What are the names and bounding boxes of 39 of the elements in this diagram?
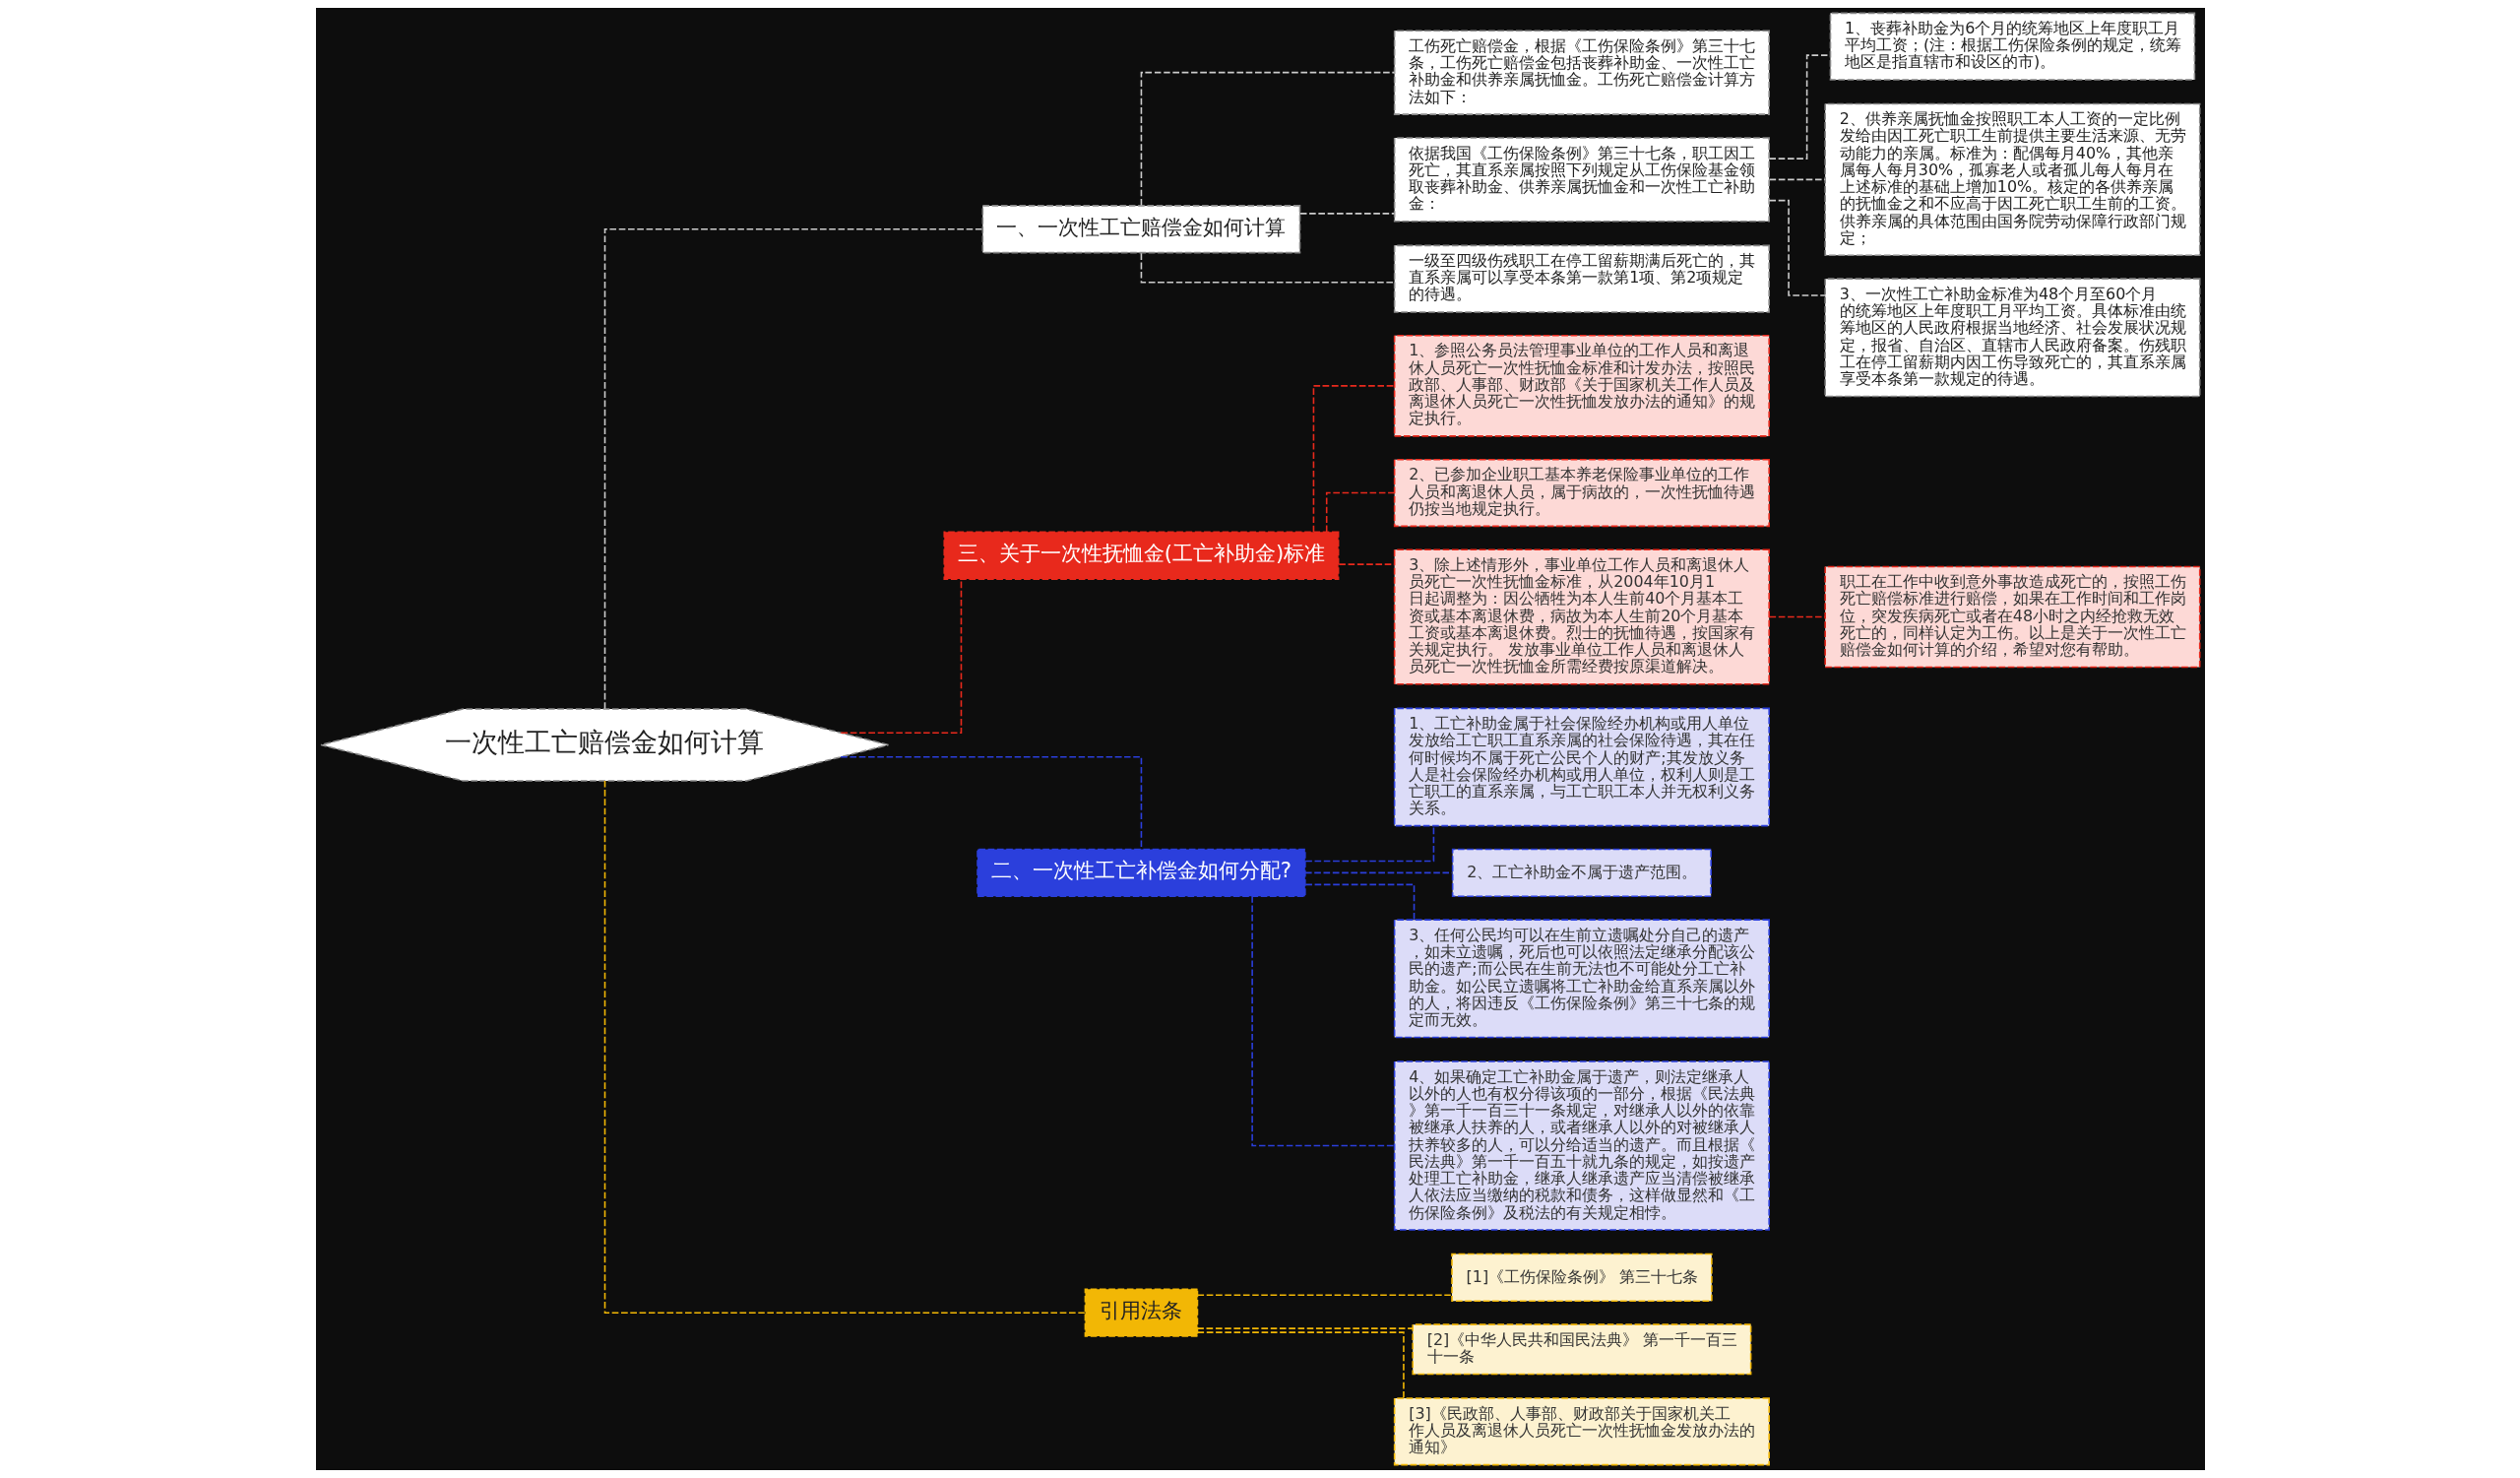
node-box: 2、供养亲属抚恤金按照职工本人工资的一定比例发给由因工死亡职工生前提供主要生活来源、无劳动能力的亲属。标准为：配偶每月40%，其他亲属每人每月30%，孤寡老人或者孤儿每人每月在上述标准的基础上增加10%。核定的各供养亲属的抚恤金之和不应高于因工死亡职工生前的工资。供养亲属的具体范围由国务院劳动保障行政部门规定；: [1823, 102, 2200, 257]
node-box: 4、如果确定工亡补助金属于遗产，则法定继承人以外的人也有权分得该项的一部分，根据《民法典》第一千一百三十一条规定，对继承人以外的依靠被继承人扶养的人，或者继承人以外的对被继承人扶养较多的人，可以分给适当的遗产。而且根据《民法典》第一千一百五十就九条的规定，如按遗产处理工亡补助金，继承人继承遗产应当清偿被继承人依法应当缴纳的税款和债务，这样做显然和《工伤保险条例》及税法的有关规定相悖。: [1393, 1060, 1770, 1231]
node-box: 一级至四级伤残职工在停工留薪期满后死亡的，其直系亲属可以享受本条第一款第1项、第2项规定的待遇。: [1393, 244, 1770, 313]
node-box: [3]《民政部、人事部、财政部关于国家机关工作人员及离退休人员死亡一次性抚恤金发放办法的通知》: [1393, 1397, 1770, 1466]
node-box: 3、任何公民均可以在生前立遗嘱处分自己的遗产，如未立遗嘱，死后也可以依照法定继承分配该公民的遗产;而公民在生前无法也不可能处分工亡补助金。如公民立遗嘱将工亡补助金给直系亲属以外的人，将因违反《工伤保险条例》第三十七条的规定而无效。: [1393, 919, 1770, 1039]
connector: [1298, 213, 1395, 215]
connector: [1196, 1327, 1414, 1329]
connector: [1196, 1294, 1452, 1297]
node-box: 1、丧葬补助金为6个月的统筹地区上年度职工月平均工资；(注：根据工伤保险条例的规定，统筹地区是指直辖市和设区的市)。: [1829, 12, 2195, 81]
node-box: 二、一次性工亡补偿金如何分配?: [976, 848, 1306, 898]
node-box: [2]《中华人民共和国民法典》 第一千一百三十一条: [1411, 1323, 1751, 1376]
connector: [1768, 178, 1826, 181]
connector: [839, 755, 1142, 850]
connector: [603, 227, 983, 710]
node-box: 职工在工作中收到意外事故造成死亡的，按照工伤死亡赔偿标准进行赔偿，如果在工作时间和工作岗位，突发疾病死亡或者在48小时之内经抢救无效死亡的，同样认定为工伤。以上是关于一次性工亡赔偿金如何计算的介绍，希望对您有帮助。: [1823, 565, 2200, 669]
node-box: 引用法条: [1084, 1288, 1198, 1337]
node-box: 1、参照公务员法管理事业单位的工作人员和离退休人员死亡一次性抚恤金标准和计发办法，按照民政部、人事部、财政部《关于国家机关工作人员及离退休人员死亡一次性抚恤发放办法的通知》的规定执行。: [1393, 335, 1770, 437]
connector: [1250, 895, 1395, 1147]
connector: [1140, 252, 1395, 284]
node-box: 1、工亡补助金属于社会保险经办机构或用人单位发放给工亡职工直系亲属的社会保险待遇，其在任何时候均不属于死亡公民个人的财产;其发放义务人是社会保险经办机构或用人单位，权利人则是工亡职工的直系亲属，与工亡职工本人并无权利义务关系。: [1393, 707, 1770, 827]
connector: [1303, 825, 1434, 863]
connector: [1312, 385, 1395, 534]
node-box: 三、关于一次性抚恤金(工亡补助金)标准: [942, 531, 1339, 580]
connector: [1767, 199, 1826, 296]
connector: [1325, 491, 1395, 533]
connector: [840, 578, 962, 734]
node-box: 3、除上述情形外，事业单位工作人员和离退休人员死亡一次性抚恤金标准，从2004年10月1日起调整为：因公牺牲为本人生前40个月基本工资或基本离退休费，病故为本人生前20个月基本工资或基本离退休费。烈士的抚恤待遇，按国家有关规定执行。 发放事业单位工作人员和离退休人员死亡一次性抚恤金所需经费按原渠道解决。: [1393, 548, 1770, 685]
node-box: 依据我国《工伤保险条例》第三十七条，职工因工死亡，其直系亲属按照下列规定从工伤保险基金领取丧葬补助金、供养亲属抚恤金和一次性工亡补助金：: [1393, 137, 1770, 223]
node-box: 工伤死亡赔偿金，根据《工伤保险条例》第三十七条，工伤死亡赔偿金包括丧葬补助金、一次性工亡补助金和供养亲属抚恤金。工伤死亡赔偿金计算方法如下：: [1393, 30, 1770, 115]
node-box: 2、已参加企业职工基本养老保险事业单位的工作人员和离退休人员，属于病故的，一次性抚恤待遇仍按当地规定执行。: [1393, 458, 1770, 528]
connector: [1303, 883, 1415, 921]
node-box: [1]《工伤保险条例》 第三十七条: [1450, 1253, 1713, 1303]
connector: [603, 780, 1086, 1314]
node-box: 一、一次性工亡赔偿金如何计算: [981, 205, 1300, 254]
connector: [1768, 615, 1826, 618]
connector: [1140, 71, 1395, 207]
node-box: 2、工亡补助金不属于遗产范围。: [1451, 848, 1712, 898]
node-box: 3、一次性工亡补助金标准为48个月至60个月的统筹地区上年度职工月平均工资。具体标准由统筹地区的人民政府根据当地经济、社会发展状况规定，报省、自治区、直辖市人民政府备案。伤残职工在停工留薪期内因工伤导致死亡的，其直系亲属享受本条第一款规定的待遇。: [1823, 278, 2200, 398]
connector: [1196, 1331, 1405, 1399]
